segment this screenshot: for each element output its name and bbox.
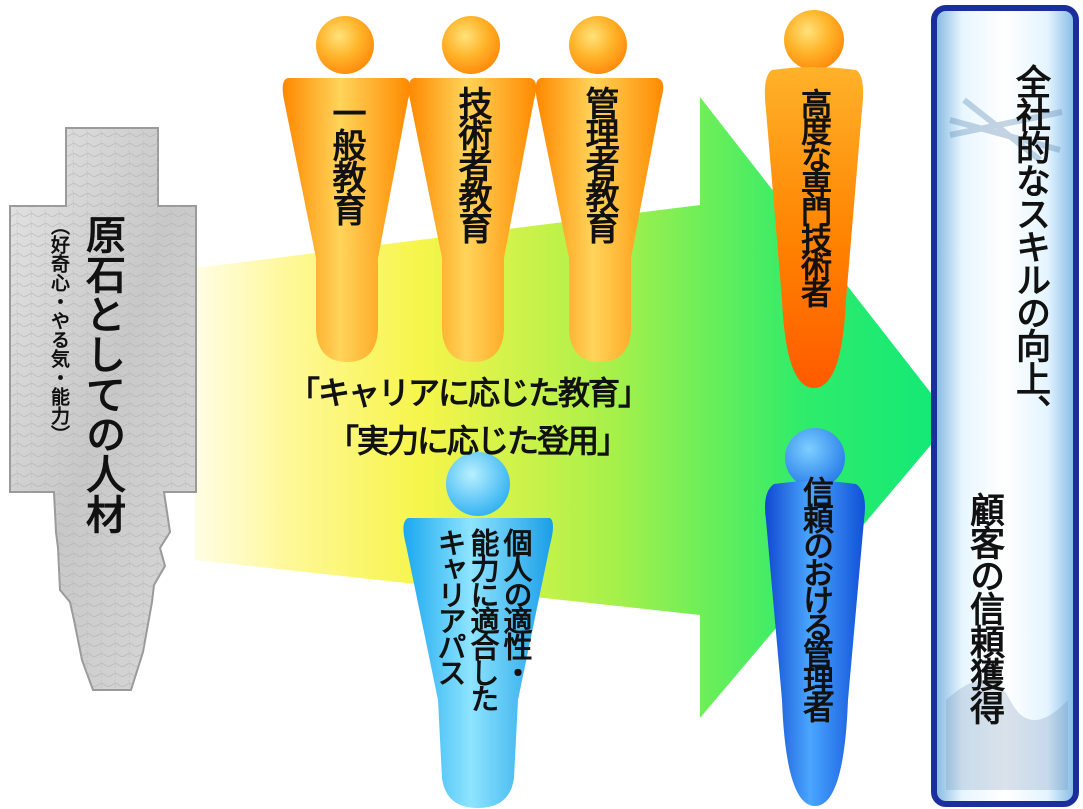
engineer-education-label: 技術者教育 [452, 86, 492, 241]
goal-line2: 顧客の信頼獲得 [964, 492, 1004, 723]
progress-arrow [195, 97, 952, 718]
manager-education-label: 管理者教育 [579, 86, 619, 241]
expert-label: 高度な専門技術者 [795, 88, 831, 304]
career-path-line1: 個人の適性・ [499, 528, 533, 684]
goal-line1: 全社的なスキルの向上、 [1010, 64, 1050, 427]
goal-panel [931, 5, 1079, 807]
trusted-manager-label: 信頼のおける管理者 [797, 476, 833, 719]
career-path-line2: 能力に適合した [466, 528, 500, 710]
raw-stone-figure [9, 127, 197, 691]
figure-expert [764, 10, 864, 388]
source-title: 原石としての人材 [79, 214, 125, 534]
career-path-line3: キャリアパス [433, 528, 467, 684]
figure-trusted-manager [765, 428, 865, 806]
source-subtitle: （好奇心・やる気・能力） [48, 216, 70, 444]
figure-general-education [282, 16, 411, 362]
figure-career-path [403, 452, 553, 808]
figure-engineer-education [408, 16, 537, 362]
general-education-label: 一般教育 [326, 96, 366, 224]
slogan-career-education: 「キャリアに応じた教育」 [288, 374, 650, 412]
slogan-merit-promotion: 「実力に応じた登用」 [327, 422, 629, 460]
figure-manager-education [535, 16, 664, 362]
